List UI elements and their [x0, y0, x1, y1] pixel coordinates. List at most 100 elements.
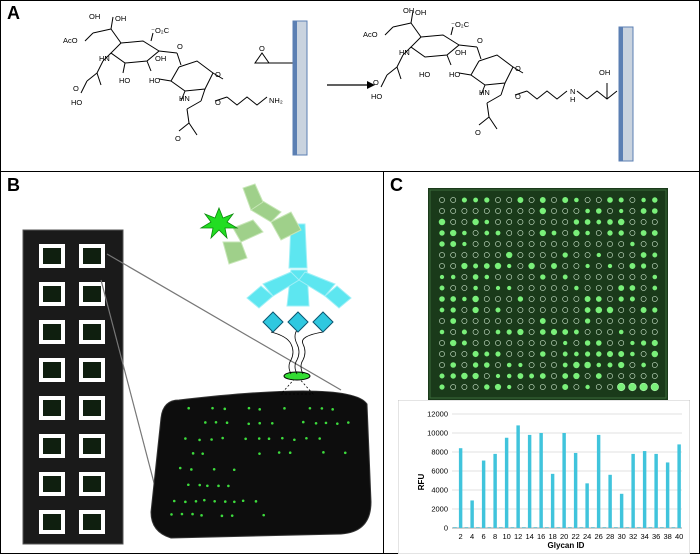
subarray-spots: [83, 400, 101, 416]
x-tick-label: 26: [594, 532, 602, 541]
zoomed-spot: [178, 466, 182, 470]
scan-spot: [651, 339, 658, 347]
scan-spot: [461, 362, 468, 368]
zoomed-spot: [221, 436, 224, 440]
scan-spot: [517, 384, 524, 390]
zoomed-spot: [241, 499, 245, 503]
scan-spot: [573, 361, 580, 369]
scan-spot: [461, 372, 468, 380]
bar: [596, 434, 601, 528]
x-tick-label: 2: [459, 532, 463, 541]
zoomed-spot: [198, 483, 202, 487]
scan-spot: [528, 208, 535, 214]
scan-spot: [573, 329, 579, 335]
scan-spot: [507, 263, 512, 269]
scan-spot: [641, 197, 646, 203]
x-tick-label: 40: [675, 532, 683, 541]
scan-spot: [484, 197, 490, 203]
bar: [470, 500, 474, 528]
zoomed-spot: [194, 499, 198, 503]
scan-spot: [472, 230, 479, 236]
scan-spot: [461, 197, 467, 203]
scan-spot: [595, 373, 602, 379]
scan-spot: [539, 252, 546, 258]
scan-spot: [517, 252, 524, 258]
zoomed-spot: [191, 452, 195, 455]
microarray-illustration: [22, 183, 372, 545]
right-aco: AcO: [363, 30, 378, 39]
scan-spot: [562, 373, 569, 379]
scan-spot: [528, 329, 535, 335]
scan-spot: [595, 230, 602, 236]
scan-spot: [617, 218, 625, 226]
zoomed-spot: [293, 438, 296, 442]
zoomed-spot: [347, 421, 350, 424]
panel-c-label: C: [390, 175, 403, 195]
scan-spot: [573, 263, 580, 269]
scan-spot: [472, 340, 479, 346]
scan-spot: [573, 384, 580, 390]
scan-spot: [539, 207, 546, 215]
scan-spot: [506, 362, 512, 368]
scan-spot: [495, 318, 501, 324]
scan-spot: [483, 241, 490, 247]
scan-spot: [483, 296, 490, 302]
zoomed-spot: [172, 499, 176, 503]
x-tick-label: 22: [571, 532, 579, 541]
scan-spot: [450, 263, 457, 269]
scan-spot: [483, 340, 490, 346]
subarray-spots: [83, 248, 101, 264]
scan-spot: [439, 351, 445, 357]
right-nh-n: N: [570, 87, 575, 96]
scan-spot: [539, 307, 546, 313]
scan-spot: [483, 373, 490, 379]
zoomed-spot: [204, 421, 207, 424]
scan-spot: [573, 340, 580, 346]
zoomed-spot: [190, 468, 193, 471]
scan-spot: [607, 329, 613, 335]
scan-spot: [618, 296, 624, 302]
left-nh2: NH₂: [269, 96, 283, 105]
scan-spot: [651, 350, 659, 358]
zoomed-spot: [170, 513, 173, 516]
scan-spot: [517, 296, 524, 302]
y-tick-label: 6000: [431, 467, 448, 476]
array-scan-image: [428, 188, 668, 400]
scan-spot: [595, 384, 602, 390]
scan-spot: [495, 219, 501, 225]
scan-spot: [562, 383, 569, 391]
zoomed-spot: [247, 422, 251, 426]
scan-spot: [539, 285, 546, 291]
bar: [539, 433, 543, 528]
scan-spot: [472, 241, 479, 247]
scan-spot: [652, 307, 658, 313]
bar: [493, 453, 497, 528]
scan-spot: [461, 262, 468, 270]
scan-spot: [495, 197, 501, 203]
x-tick-label: 10: [502, 532, 510, 541]
scan-spot: [584, 241, 591, 247]
scan-spot: [472, 208, 479, 214]
scan-spot: [595, 285, 602, 291]
x-tick-label: 18: [548, 532, 556, 541]
scan-spot: [450, 285, 457, 291]
scan-spot: [506, 274, 513, 280]
scan-spot: [651, 329, 658, 335]
scan-spot: [629, 296, 635, 302]
bar: [654, 453, 658, 528]
scan-spot: [618, 361, 625, 369]
scan-spot: [607, 274, 613, 280]
scan-spot: [495, 340, 501, 346]
scan-spot: [506, 296, 513, 302]
scan-spot: [528, 296, 535, 302]
scan-spot: [619, 208, 624, 214]
scan-spot: [507, 285, 512, 291]
zoomed-spot: [206, 484, 209, 488]
scan-spot: [607, 252, 613, 258]
scan-spot: [506, 219, 513, 225]
scan-spot: [652, 252, 658, 258]
scan-spot: [439, 230, 445, 236]
scan-spot: [540, 351, 546, 357]
scan-spot: [651, 362, 658, 368]
